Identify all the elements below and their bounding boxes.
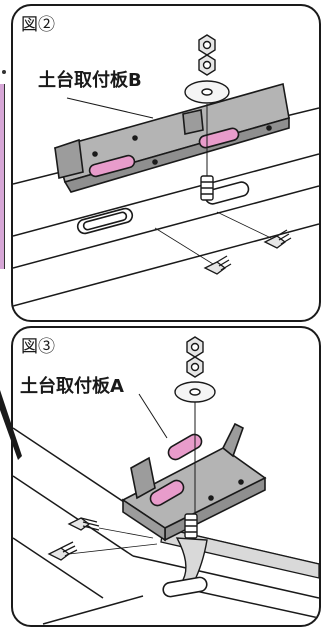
figure-2-label: 図② <box>21 15 55 35</box>
slab-slot <box>162 576 208 598</box>
washer-icon <box>184 80 230 104</box>
edge-bar <box>0 84 5 269</box>
mounting-plate-b <box>54 82 290 193</box>
washer-icon <box>174 381 216 403</box>
figure-2-illustration <box>13 34 319 307</box>
anchor-bolt-icon <box>200 175 214 201</box>
nut-icon <box>186 336 204 358</box>
figure-3-illustration <box>13 336 319 625</box>
part-label-plate-b: 土台取付板B <box>38 70 142 91</box>
screw-icon <box>263 229 292 249</box>
nut-icon <box>198 54 216 76</box>
slab-slot-left <box>76 207 134 235</box>
figure-3-label: 図③ <box>21 337 55 357</box>
figure-2-panel: 図② 土台取付板B <box>11 4 321 322</box>
screw-icon <box>47 541 78 561</box>
leader-wedge <box>0 390 22 460</box>
screw-icon <box>203 255 232 275</box>
edge-dot <box>2 70 6 74</box>
nut-icon <box>186 356 204 378</box>
figure-3-panel: 図③ 土台取付板A <box>11 326 321 627</box>
nut-icon <box>198 34 216 56</box>
part-label-plate-a: 土台取付板A <box>20 376 124 397</box>
screw-icon <box>67 517 100 531</box>
